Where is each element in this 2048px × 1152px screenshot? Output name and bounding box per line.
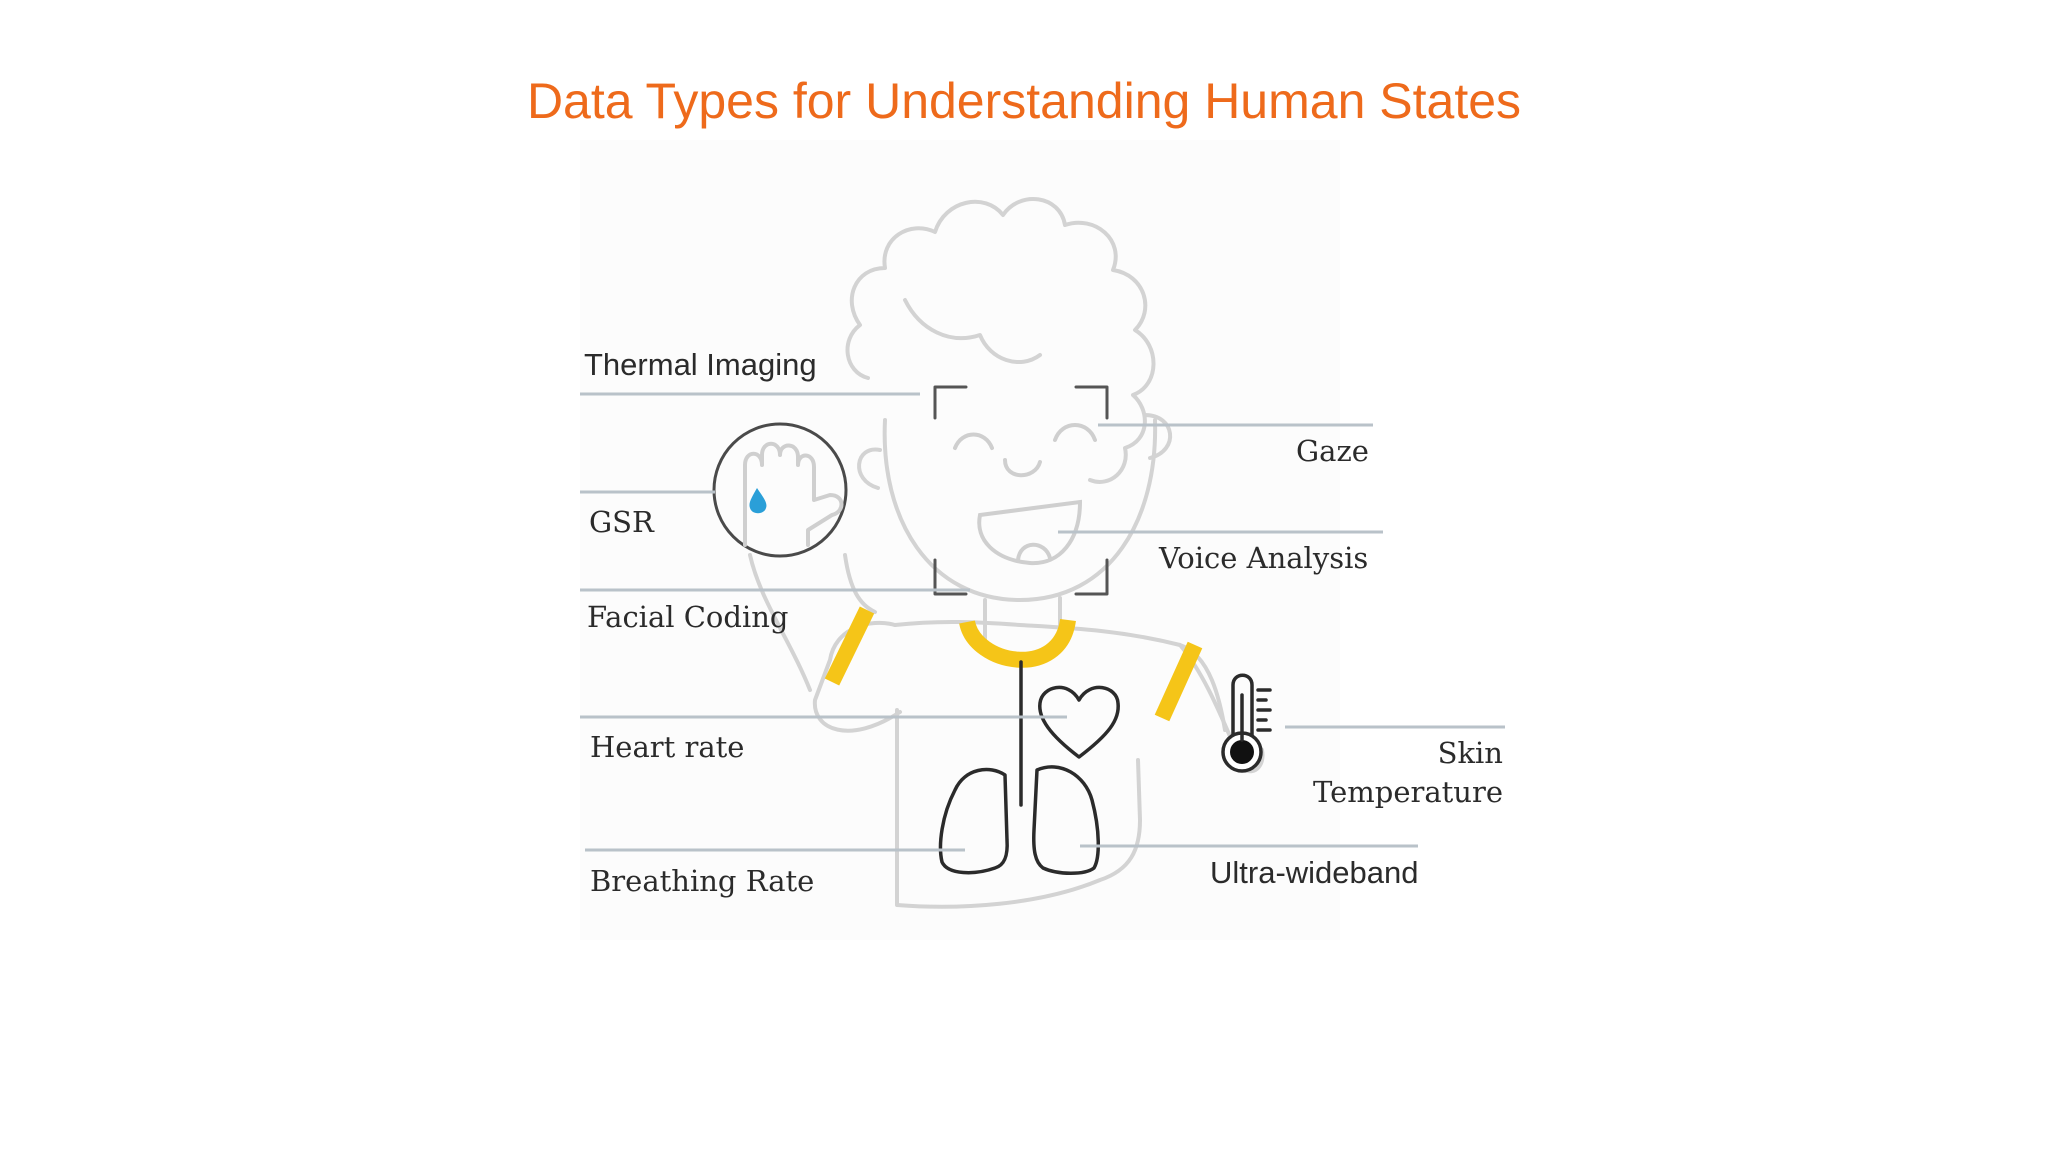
label-facial-coding: Facial Coding (587, 600, 789, 634)
slide-title: Data Types for Understanding Human State… (526, 73, 1522, 129)
right-eye (1053, 423, 1097, 442)
right-sleeve-band (1154, 641, 1203, 722)
nose (1003, 458, 1042, 478)
gsr-circle (712, 422, 848, 558)
left-sleeve-band (824, 606, 875, 686)
mouth (977, 499, 1083, 566)
label-ultra-wideband: Ultra-wideband (1210, 855, 1419, 890)
label-skin-temperature-line2: Temperature (1313, 775, 1503, 809)
hand-outline (743, 441, 844, 547)
character-outline (748, 197, 1265, 909)
label-breathing-rate: Breathing Rate (590, 864, 815, 898)
thermometer-ticks (1256, 688, 1272, 732)
sweat-drop-icon (749, 488, 767, 514)
face-features (933, 385, 1109, 596)
left-eye (953, 432, 994, 450)
label-skin-temperature-line1: Skin (1437, 736, 1503, 770)
tongue (1016, 542, 1052, 562)
hand-sweat-icon (712, 422, 848, 558)
label-gsr: GSR (589, 505, 654, 539)
face-outline (882, 418, 1158, 602)
lungs-icon-right (1032, 765, 1101, 875)
thermometer-icon (1221, 673, 1272, 773)
label-thermal-imaging: Thermal Imaging (584, 347, 817, 382)
hair-outline (845, 197, 1156, 484)
left-ear (857, 447, 882, 490)
raised-arm-upper (748, 553, 877, 692)
leader-lines (580, 392, 1505, 852)
thermometer-bulb-fill (1230, 740, 1254, 764)
hair-top-curls (903, 298, 1042, 365)
label-heart-rate: Heart rate (590, 730, 745, 764)
collar (959, 618, 1076, 668)
lungs-icon-left (938, 767, 1009, 875)
organs (938, 660, 1120, 875)
illustration-background (580, 140, 1340, 940)
yellow-accents (824, 606, 1203, 722)
label-voice-analysis: Voice Analysis (1159, 541, 1369, 575)
thermometer-tube (1231, 673, 1254, 739)
face-light-features (953, 423, 1097, 566)
right-ear (1143, 413, 1172, 460)
face-frame-icon (933, 385, 1109, 596)
label-gaze: Gaze (1296, 434, 1369, 468)
